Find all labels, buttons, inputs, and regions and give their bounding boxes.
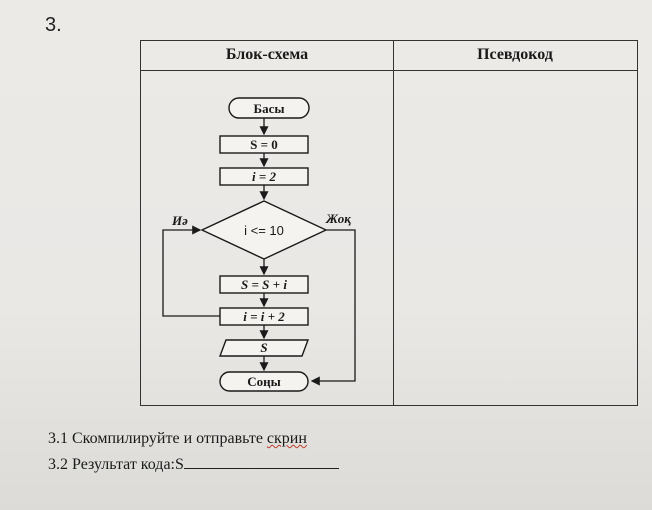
process-init-s: S = 0 xyxy=(219,135,309,154)
update-i-label: i = i + 2 xyxy=(243,309,285,324)
instruction-3-2: 3.2 Результат кода:S xyxy=(48,454,339,474)
update-s-label: S = S + i xyxy=(241,277,287,292)
process-update-i: i = i + 2 xyxy=(219,307,309,326)
process-init-i: i = 2 xyxy=(219,167,309,186)
output-label: S xyxy=(260,340,267,355)
instruction-3-1: 3.1 Скомпилируйте и отправьте скрин xyxy=(48,430,307,448)
init-s-label: S = 0 xyxy=(250,137,278,152)
end-label: Соңы xyxy=(247,374,281,389)
output-s: S xyxy=(218,339,310,357)
loop-back-connector xyxy=(162,225,220,317)
init-i-label: i = 2 xyxy=(252,169,277,184)
no-label: Жоқ xyxy=(325,211,351,226)
task-table: Блок-схема Псевдокод xyxy=(140,40,638,406)
column-divider xyxy=(393,41,394,405)
start-terminal: Басы xyxy=(228,97,310,119)
answer-blank[interactable] xyxy=(183,454,339,469)
process-update-s: S = S + i xyxy=(219,275,309,294)
instruction-3-1-prefix: 3.1 Скомпилируйте и отправьте xyxy=(48,430,267,447)
task-number: 3. xyxy=(45,14,62,36)
header-pseudocode: Псевдокод xyxy=(477,46,553,63)
no-branch-connector xyxy=(310,229,356,386)
decision-condition: i <= 10 xyxy=(200,200,328,260)
end-terminal: Соңы xyxy=(219,371,309,392)
instruction-3-1-word: скрин xyxy=(266,430,307,447)
instruction-3-2-prefix: 3.2 Результат кода:S xyxy=(48,456,184,473)
table-header-row: Блок-схема Псевдокод xyxy=(141,41,637,71)
header-flowchart: Блок-схема xyxy=(225,46,309,63)
condition-label: i <= 10 xyxy=(244,223,284,238)
yes-label: Иә xyxy=(171,213,188,228)
start-label: Басы xyxy=(253,101,284,116)
